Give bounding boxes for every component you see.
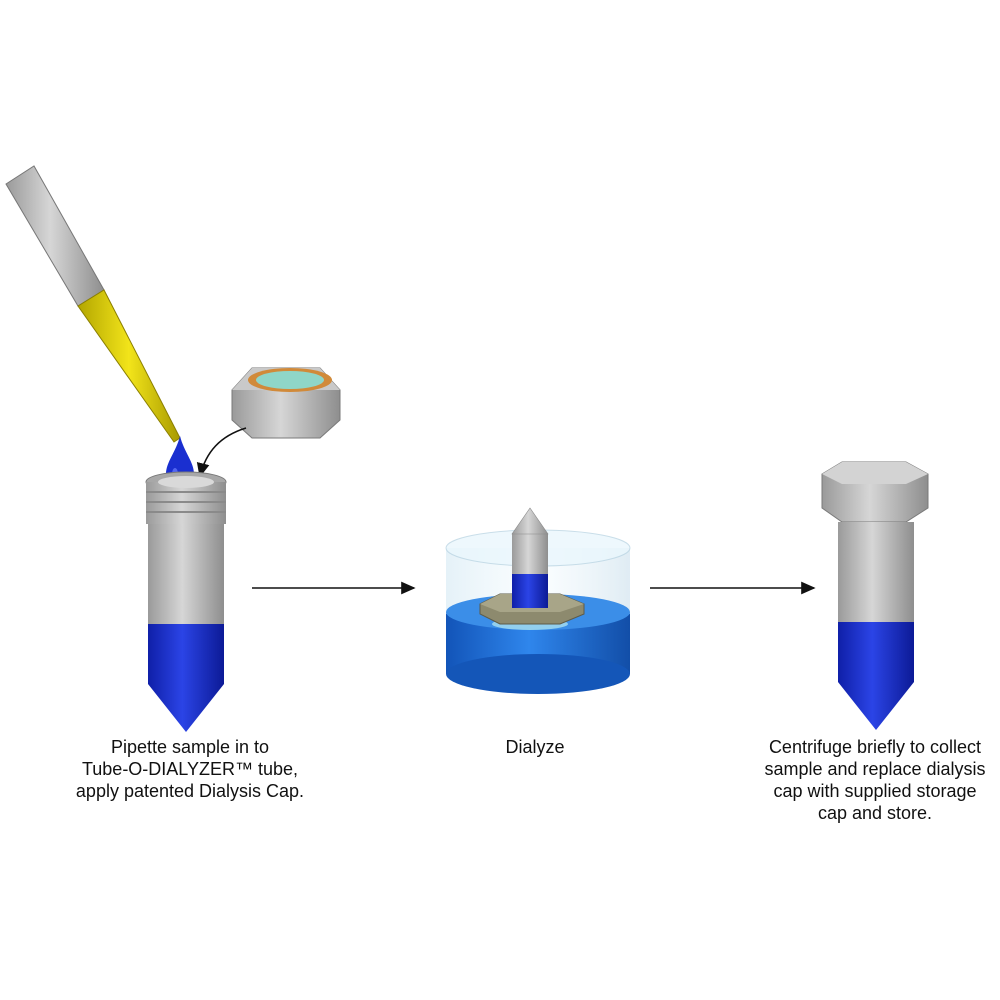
- pipette-icon: [5, 165, 181, 443]
- step1-caption-line: Tube-O-DIALYZER™ tube,: [81, 759, 299, 779]
- step3-caption-line: sample and replace dialysis: [764, 759, 986, 779]
- step3-caption-line: cap and store.: [817, 803, 933, 823]
- step3-caption-line: Centrifuge briefly to collect: [768, 737, 982, 757]
- step3-caption: Centrifuge briefly to collect sample and…: [725, 736, 1000, 824]
- tube-icon-2: [838, 522, 914, 730]
- step1-caption-line: apply patented Dialysis Cap.: [75, 781, 305, 801]
- dialysis-cap-icon: [231, 367, 341, 439]
- dialysis-bath-icon: [445, 507, 631, 694]
- cap-arrow: [196, 427, 247, 478]
- step1-caption-line: Pipette sample in to: [110, 737, 270, 757]
- step2-caption-line: Dialyze: [505, 737, 565, 757]
- step1-caption: Pipette sample in to Tube-O-DIALYZER™ tu…: [40, 736, 340, 802]
- storage-cap-icon: [821, 461, 929, 523]
- step3-caption-line: cap with supplied storage: [773, 781, 977, 801]
- tube-icon: [145, 471, 227, 732]
- step2-caption: Dialyze: [455, 736, 615, 758]
